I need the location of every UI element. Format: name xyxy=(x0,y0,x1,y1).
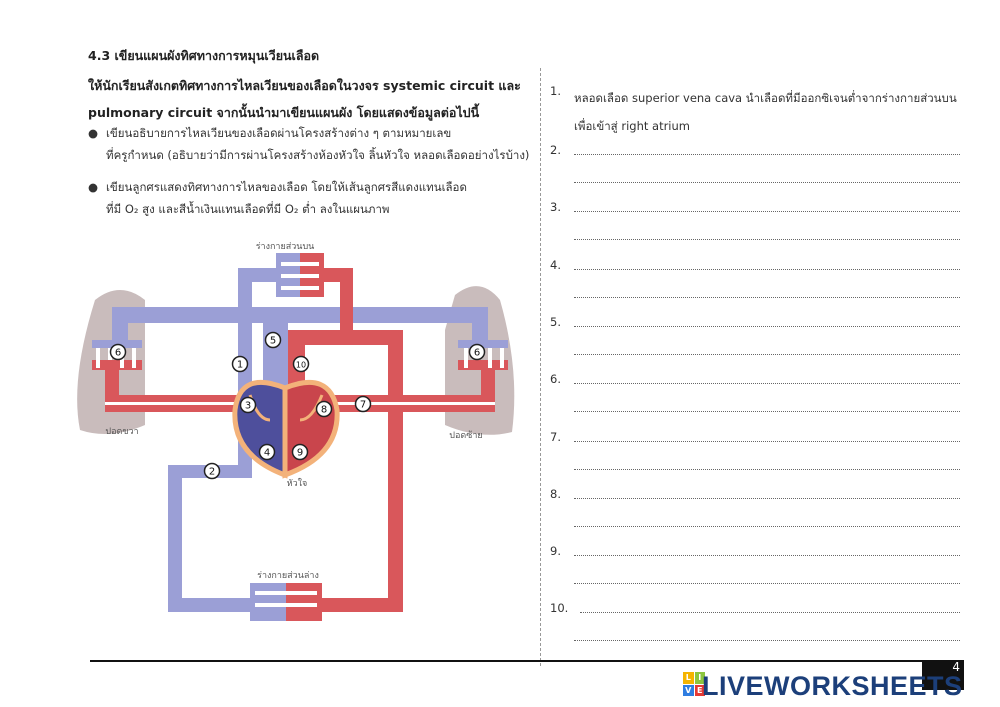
label-upper-body: ร่างกายส่วนบน xyxy=(256,242,315,252)
marker-number: 6 xyxy=(115,348,121,359)
answer-line[interactable] xyxy=(574,268,960,270)
question-number: 3. xyxy=(550,200,561,215)
bullet-icon: ● xyxy=(88,126,99,140)
answer-line[interactable] xyxy=(574,296,960,298)
marker-circle xyxy=(264,331,282,349)
label-left-lung: ปอดซ้าย xyxy=(449,430,482,441)
marker-circle xyxy=(231,355,249,373)
answer-text-line: หลอดเลือด superior vena cava นำเลือดที่ม… xyxy=(574,91,957,105)
question-number: 6. xyxy=(550,372,561,387)
marker-number: 1 xyxy=(237,360,243,371)
question-number: 5. xyxy=(550,314,561,329)
answer-line[interactable] xyxy=(574,468,960,470)
marker-circle xyxy=(203,462,221,480)
answer-line[interactable] xyxy=(574,410,960,413)
answer-line[interactable] xyxy=(574,440,960,442)
question-number: 10. xyxy=(550,601,569,616)
label-lower-body: ร่างกายส่วนล่าง xyxy=(257,571,319,581)
marker-number: 3 xyxy=(245,401,251,412)
question-number: 2. xyxy=(550,143,561,157)
bullet-text: ที่ครูกำหนด (อธิบายว่ามีการผ่านโครงสร้าง… xyxy=(106,148,530,162)
question-number: 1. xyxy=(550,84,561,98)
bullet-item: ● เขียนอธิบายการไหลเวียนของเลือดผ่านโครง… xyxy=(88,122,538,166)
marker-number: 9 xyxy=(297,448,303,459)
bullet-text: เขียนอธิบายการไหลเวียนของเลือดผ่านโครงสร… xyxy=(106,126,452,140)
answer-line[interactable] xyxy=(574,153,960,155)
number-markers: 1 2 3 4 5 6 6 7 8 9 10 xyxy=(109,331,486,480)
answer-line[interactable] xyxy=(574,210,960,213)
answer-line[interactable] xyxy=(574,238,960,241)
question-number: 8. xyxy=(550,486,561,501)
instructions: ให้นักเรียนสังเกตทิศทางการไหลเวียนของเลื… xyxy=(88,78,521,120)
marker-circle xyxy=(292,355,310,373)
marker-circle xyxy=(239,396,257,414)
marker-number: 5 xyxy=(270,336,276,347)
page-number: 4 xyxy=(922,660,964,690)
answer-line[interactable] xyxy=(574,353,960,355)
marker-number: 8 xyxy=(321,405,327,416)
marker-number: 7 xyxy=(360,400,366,411)
question-number: 9. xyxy=(550,544,561,559)
marker-circle xyxy=(315,400,333,418)
answer-line[interactable] xyxy=(574,497,960,499)
bullet-item: ● เขียนลูกศรแสดงทิศทางการไหลของเลือด โดย… xyxy=(88,176,538,220)
marker-circle xyxy=(468,343,486,361)
marker-number: 2 xyxy=(209,467,215,478)
circulation-diagram: ร่างกายส่วนบน ร่างกายส่วนล่าง ปอดขวา ปอด… xyxy=(77,242,515,621)
bullet-icon: ● xyxy=(88,180,99,194)
section-heading: 4.3 เขียนแผนผังทิศทางการหมุนเวียนเลือด xyxy=(88,48,320,63)
answer-line[interactable] xyxy=(574,181,960,183)
marker-circle xyxy=(354,395,372,413)
bullet-text: เขียนลูกศรแสดงทิศทางการไหลของเลือด โดยให… xyxy=(106,180,467,194)
marker-circle xyxy=(291,443,309,461)
bullet-text: ที่มี O₂ สูง และสีน้ำเงินแทนเลือดที่มี O… xyxy=(106,202,390,216)
answer-line[interactable] xyxy=(574,639,960,642)
diagram-labels: ร่างกายส่วนบน ร่างกายส่วนล่าง ปอดขวา ปอด… xyxy=(105,242,482,581)
label-right-lung: ปอดขวา xyxy=(105,427,138,437)
answer-line[interactable] xyxy=(574,525,960,527)
answer-line[interactable] xyxy=(574,582,960,585)
marker-circle xyxy=(258,443,276,461)
answer-line[interactable] xyxy=(580,611,960,614)
marker-number: 6 xyxy=(474,348,480,359)
footer-rule xyxy=(90,660,962,662)
deoxygenated-vessels xyxy=(92,253,508,621)
label-heart: หัวใจ xyxy=(287,478,308,489)
question-number: 7. xyxy=(550,429,561,444)
question-1-text: หลอดเลือด superior vena cava นำเลือดที่ม… xyxy=(574,84,974,140)
answer-line[interactable] xyxy=(574,382,960,385)
question-number: 4. xyxy=(550,257,561,272)
answer-text-line: เพื่อเข้าสู่ right atrium xyxy=(574,119,690,133)
marker-circle xyxy=(109,343,127,361)
liveworksheets-logo: LIVEWORKSHEETS xyxy=(702,671,963,701)
marker-number: 10 xyxy=(296,361,306,370)
marker-number: 4 xyxy=(264,448,270,459)
column-divider xyxy=(540,68,541,666)
answer-line[interactable] xyxy=(574,325,960,327)
answer-line[interactable] xyxy=(574,554,960,557)
